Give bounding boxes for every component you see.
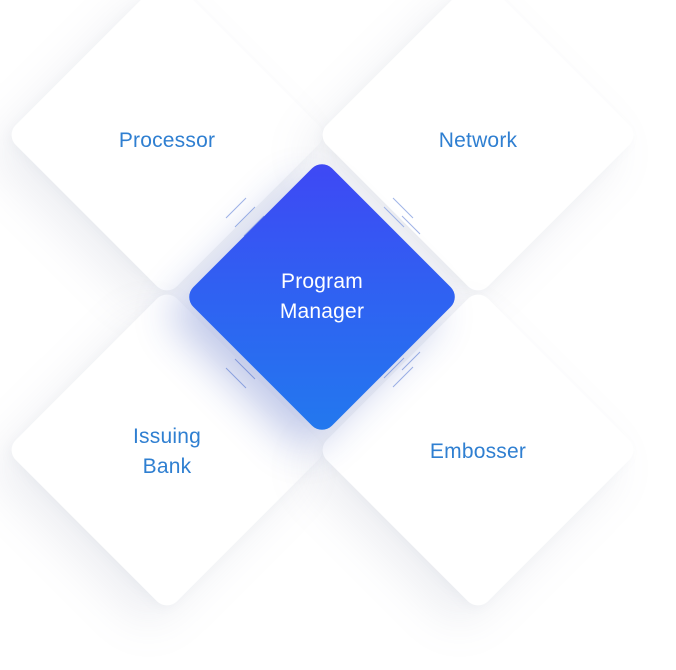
connector-tick (383, 357, 405, 379)
program-manager-label-line1: Program (281, 270, 363, 293)
network-label: Network (439, 126, 517, 156)
issuing-bank-label-line2: Bank (142, 455, 192, 478)
connector-tick (234, 206, 256, 228)
connector-tick (225, 197, 247, 219)
issuing-bank-label-line1: Issuing (133, 425, 201, 448)
program-manager-label-line2: Manager (279, 300, 365, 323)
connector-tick (383, 206, 405, 228)
program-manager-label: Program Manager (280, 267, 364, 327)
connector-tick (401, 215, 421, 235)
connector-tick (225, 367, 247, 389)
connector-tick (401, 351, 421, 371)
connector-tick (234, 358, 256, 380)
network-label-text: Network (438, 129, 518, 152)
embosser-label-text: Embosser (429, 440, 527, 463)
processor-label: Processor (119, 126, 215, 156)
connector-tick (392, 197, 414, 219)
issuing-bank-label: Issuing Bank (133, 422, 201, 482)
processor-label-text: Processor (118, 129, 216, 152)
embosser-label: Embosser (430, 437, 526, 467)
connector-tick (392, 366, 414, 388)
